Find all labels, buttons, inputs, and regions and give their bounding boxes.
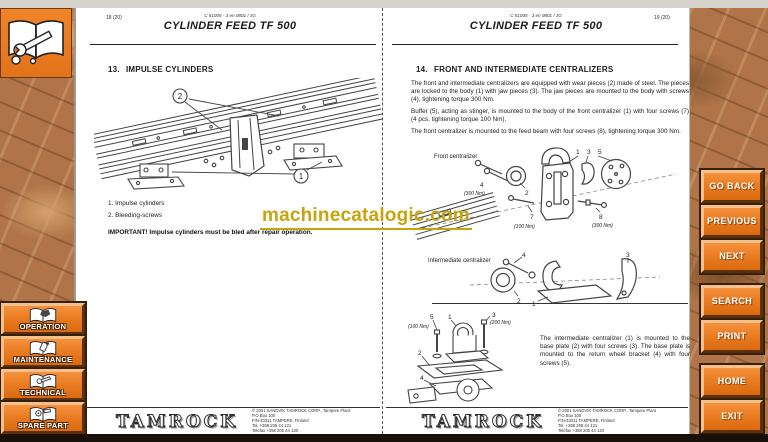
intermediate-centralizer-diagram: Intermediate centralizer 4 2 1 3: [428, 252, 661, 308]
left-page-title: CYLINDER FEED TF 500: [163, 20, 297, 32]
callout-1: 1: [299, 172, 304, 181]
left-section-heading: 13. IMPULSE CYLINDERS: [108, 65, 213, 74]
base-callout-5: 5: [430, 314, 434, 321]
right-section-number: 14.: [416, 65, 428, 74]
front-torque-7: (100 Nm): [514, 224, 535, 230]
front-torque-8: (300 Nm): [592, 223, 613, 229]
search-button[interactable]: SEARCH: [701, 285, 763, 318]
base-plate-diagram: 5 (100 Nm) 1 3 (200 Nm) 2: [407, 312, 511, 404]
right-page-number: 19 (20): [654, 15, 670, 21]
left-footer-rule: [80, 407, 380, 408]
left-header-rule: [90, 44, 376, 45]
front-callout-1: 1: [576, 149, 580, 156]
right-section-title: FRONT AND INTERMEDIATE CENTRALIZERS: [434, 65, 614, 74]
paragraph-2: Buffer (5), acting as stinger, is mounte…: [411, 108, 689, 124]
front-callout-3: 3: [587, 149, 591, 156]
int-callout-2: 2: [517, 298, 521, 305]
technical-book-icon: [29, 374, 57, 390]
previous-button[interactable]: PREVIOUS: [701, 205, 763, 238]
base-torque-3: (200 Nm): [490, 320, 511, 326]
front-callout-2: 2: [525, 190, 529, 197]
book-wrench-icon: [8, 20, 64, 65]
nav-spare-part-button[interactable]: SPARE PART: [1, 402, 85, 434]
nav-maintenance-button[interactable]: MAINTENANCE: [1, 336, 85, 368]
copyright-line: © 2001 SANDVIK TAMROCK CORP., Tampere Pl…: [558, 408, 656, 413]
right-section-heading: 14. FRONT AND INTERMEDIATE CENTRALIZERS: [416, 65, 613, 74]
copyright-line: © 2001 SANDVIK TAMROCK CORP., Tampere Pl…: [252, 408, 350, 413]
right-footer-rule: [386, 407, 688, 408]
copyright-line: Tel. +358 205 44 121: [252, 423, 292, 428]
right-doc-code: C 51005 - 3 en 0801 / JG: [510, 13, 562, 18]
manual-logo-box: [0, 8, 72, 78]
document-page: 18 (20) C 51005 - 3 en 0801 / JG CYLINDE…: [74, 8, 690, 434]
copyright-line: FIN-33311 TAMPERE, Finland: [558, 418, 615, 423]
paragraph-1: The front and intermediate centralizers …: [411, 80, 689, 104]
front-torque-4: (300 Nm): [464, 191, 485, 197]
section-divider-rule: [432, 303, 688, 304]
base-callout-2: 2: [418, 350, 422, 357]
callout-2: 2: [178, 92, 183, 101]
nav-technical-button[interactable]: TECHNICAL: [1, 369, 85, 401]
legend-item-1: 1. Impulse cylinders: [108, 200, 165, 207]
int-callout-1: 1: [532, 301, 536, 308]
front-centralizer-diagram: Front centralizer 4 (300 Nm) 2: [410, 147, 677, 240]
left-page-number: 18 (20): [106, 15, 122, 21]
int-callout-3: 3: [626, 252, 630, 259]
copyright-line: FIN-33311 TAMPERE, Finland: [252, 418, 309, 423]
intermediate-side-text: The intermediate centralizer (1) is moun…: [540, 335, 690, 367]
left-section-number: 13.: [108, 65, 120, 74]
copyright-line: Tel. +358 205 44 121: [558, 423, 598, 428]
left-section-title: IMPULSE CYLINDERS: [126, 65, 214, 74]
base-torque-5: (100 Nm): [408, 324, 429, 330]
right-header-rule: [392, 44, 678, 45]
right-page-title: CYLINDER FEED TF 500: [469, 20, 603, 32]
base-callout-3: 3: [492, 312, 496, 319]
int-callout-4: 4: [522, 252, 526, 259]
operation-book-icon: [29, 308, 57, 324]
print-button[interactable]: PRINT: [701, 320, 763, 353]
right-copyright-block: © 2001 SANDVIK TAMROCK CORP., Tampere Pl…: [558, 408, 656, 433]
tamrock-logo-left: TAMROCK: [116, 412, 238, 433]
base-callout-4: 4: [420, 375, 424, 382]
front-callout-8: 8: [599, 214, 603, 221]
next-button[interactable]: NEXT: [701, 240, 763, 273]
front-callout-7: 7: [530, 214, 534, 221]
exit-button[interactable]: EXIT: [701, 400, 763, 433]
base-callout-1: 1: [448, 314, 452, 321]
left-doc-code: C 51005 - 3 en 0801 / JG: [204, 13, 256, 18]
paragraph-3: The front centralizer is mounted to the …: [411, 128, 681, 135]
spare-part-book-icon: [29, 407, 57, 423]
maintenance-book-icon: [29, 341, 57, 357]
nav-operation-button[interactable]: OPERATION: [1, 303, 85, 335]
intermediate-centralizer-label: Intermediate centralizer: [428, 258, 491, 264]
front-callout-5: 5: [598, 149, 602, 156]
watermark-text: machinecatalogic.com: [260, 205, 472, 230]
front-callout-4: 4: [480, 182, 484, 189]
copyright-line: P.O.Box 100: [558, 413, 582, 418]
copyright-line: Telefax +358 205 44 120: [252, 428, 298, 433]
important-note: IMPORTANT! Impulse cylinders must be ble…: [108, 229, 313, 236]
page-divider-dashed-line: [382, 8, 383, 434]
front-centralizer-label: Front centralizer: [434, 154, 477, 160]
go-back-button[interactable]: GO BACK: [701, 170, 763, 203]
bottom-border-strip: [0, 434, 768, 442]
impulse-cylinders-diagram: 2 1: [94, 78, 384, 190]
tamrock-logo-right: TAMROCK: [422, 412, 544, 433]
legend-item-2: 2. Bleeding-screws: [108, 212, 162, 219]
home-button[interactable]: HOME: [701, 365, 763, 398]
left-copyright-block: © 2001 SANDVIK TAMROCK CORP., Tampere Pl…: [252, 408, 350, 433]
copyright-line: Telefax +358 205 44 120: [558, 428, 604, 433]
top-border-strip: [0, 0, 768, 8]
copyright-line: P.O.Box 100: [252, 413, 276, 418]
